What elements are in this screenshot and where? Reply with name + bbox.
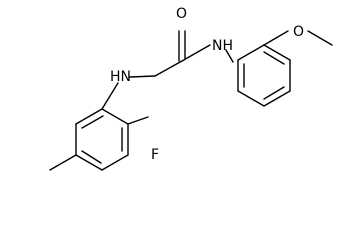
bond-ch2-amine-n (129, 75, 156, 78)
bond-carbonyl-ch2 (154, 60, 183, 77)
bond-carbonyl-amide-n (181, 44, 211, 62)
fluoro-methyl-phenyl-ring (75, 108, 129, 171)
amine-hn-label: HN (110, 69, 131, 85)
bond-amine-n-ring (101, 82, 119, 110)
fluorine-label: F (151, 147, 159, 163)
bond-c-f (127, 116, 149, 125)
carbonyl-oxygen-label: O (176, 6, 187, 22)
methoxy-phenyl-ring (237, 44, 291, 107)
bond-amide-n-ring (225, 49, 234, 63)
amide-nh-label: NH (212, 38, 233, 54)
methoxy-oxygen-label: O (293, 24, 304, 40)
structure-diagram: O NH HN O F (49, 6, 333, 171)
methyl-bond (49, 154, 77, 171)
bond-ring-methoxy-o (263, 30, 289, 46)
molecule-drawing: O NH HN O F (49, 6, 333, 171)
bond-methoxy-o-ch3 (307, 30, 333, 46)
